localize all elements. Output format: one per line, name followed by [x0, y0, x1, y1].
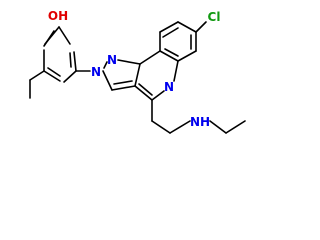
bond [173, 60, 179, 82]
bond [113, 80, 133, 85]
bond [58, 26, 71, 45]
bond [209, 120, 227, 134]
bond [43, 30, 55, 47]
bond [43, 70, 61, 82]
bond [29, 70, 45, 81]
bond [69, 52, 72, 68]
pyrazole-ring [102, 59, 141, 91]
bond [164, 48, 179, 57]
bond [63, 70, 77, 83]
bond [195, 21, 207, 33]
chloro-label: Cl [208, 10, 221, 24]
bond [162, 27, 179, 38]
bond [225, 120, 246, 134]
bond [159, 21, 179, 33]
bond [139, 50, 161, 65]
bond [134, 63, 141, 87]
bond [102, 70, 113, 91]
molecule-structure: OH Cl N N N NH [29, 9, 246, 134]
hydroxyl-label: OH [48, 9, 68, 23]
quinoline-n-label: N [164, 80, 174, 94]
bond [151, 120, 171, 134]
quinoline-ring [134, 21, 207, 101]
bond [47, 67, 61, 77]
bond [169, 120, 191, 134]
pyrazole-n1-label: N [107, 53, 117, 67]
pyrimidine-ring [29, 26, 77, 99]
bond [134, 85, 153, 101]
bond [73, 51, 77, 72]
pyrazole-n2-label: N [91, 65, 101, 79]
bond [151, 90, 165, 101]
bond [177, 21, 197, 33]
bond [117, 59, 141, 65]
bond [103, 61, 108, 69]
bond [138, 83, 153, 96]
bond [111, 85, 136, 91]
amine-label: NH [190, 115, 210, 129]
bond [159, 50, 179, 62]
bond [177, 50, 197, 62]
side-chain [151, 99, 246, 134]
